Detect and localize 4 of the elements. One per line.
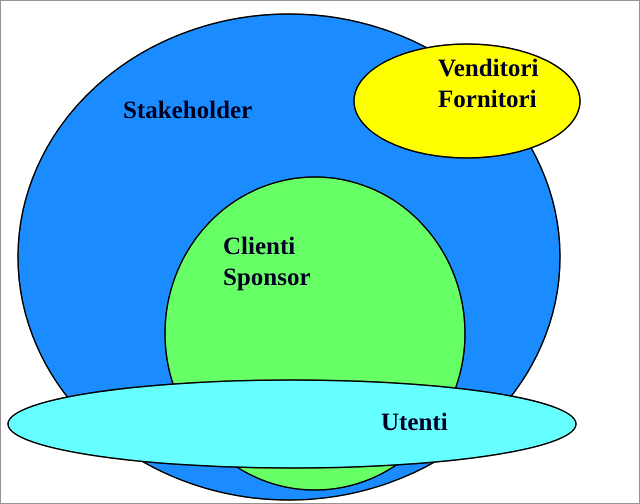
region-label: Stakeholder <box>123 96 253 126</box>
region-label: Venditori Fornitori <box>438 54 540 115</box>
region-label: Clienti Sponsor <box>223 232 312 293</box>
region-label: Utenti <box>381 408 449 438</box>
